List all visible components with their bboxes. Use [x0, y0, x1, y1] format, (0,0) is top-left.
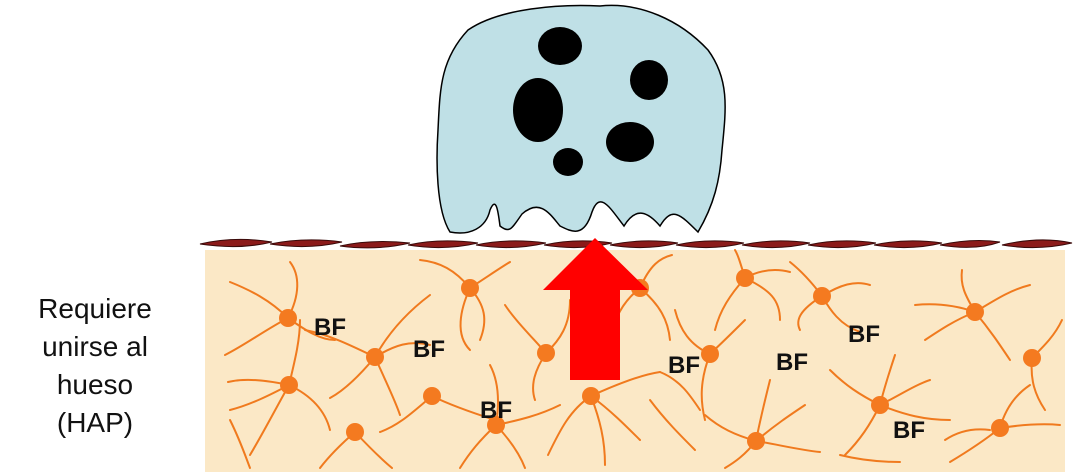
fiber-node: [991, 419, 1009, 437]
bf-label: BF: [776, 349, 808, 376]
fiber-node: [813, 287, 831, 305]
fiber-node: [966, 303, 984, 321]
lining-cell: [476, 241, 546, 248]
fiber-node: [537, 344, 555, 362]
lining-cell: [1002, 240, 1072, 248]
fiber-node: [461, 279, 479, 297]
lining-cell: [808, 241, 876, 248]
lining-cell: [610, 241, 678, 248]
bf-label: BF: [480, 397, 512, 424]
fiber-node: [582, 387, 600, 405]
fiber-node: [701, 345, 719, 363]
lining-cell: [408, 241, 478, 248]
lining-cell: [874, 241, 942, 248]
fiber-node: [423, 387, 441, 405]
fiber-node: [871, 396, 889, 414]
lining-cell: [340, 242, 410, 248]
lining-cell: [742, 241, 810, 248]
bf-label: BF: [848, 321, 880, 348]
fiber-node: [1023, 349, 1041, 367]
nucleus: [538, 27, 582, 65]
lining-cell: [200, 239, 272, 246]
nucleus: [513, 78, 563, 142]
lining-cells: [200, 239, 1072, 247]
bf-label: BF: [668, 352, 700, 379]
lining-cell: [270, 240, 342, 247]
fiber-node: [747, 432, 765, 450]
bf-label: BF: [893, 417, 925, 444]
fiber-node: [366, 348, 384, 366]
lining-cell: [676, 241, 744, 248]
bf-label: BF: [314, 314, 346, 341]
bf-label: BF: [413, 336, 445, 363]
osteoclast-cell: [437, 5, 725, 233]
nucleus: [606, 122, 654, 162]
fiber-node: [346, 423, 364, 441]
lining-cell: [940, 241, 1000, 248]
fiber-node: [280, 376, 298, 394]
nucleus: [553, 148, 583, 176]
fiber-node: [279, 309, 297, 327]
nucleus: [630, 60, 668, 100]
fiber-node: [736, 269, 754, 287]
